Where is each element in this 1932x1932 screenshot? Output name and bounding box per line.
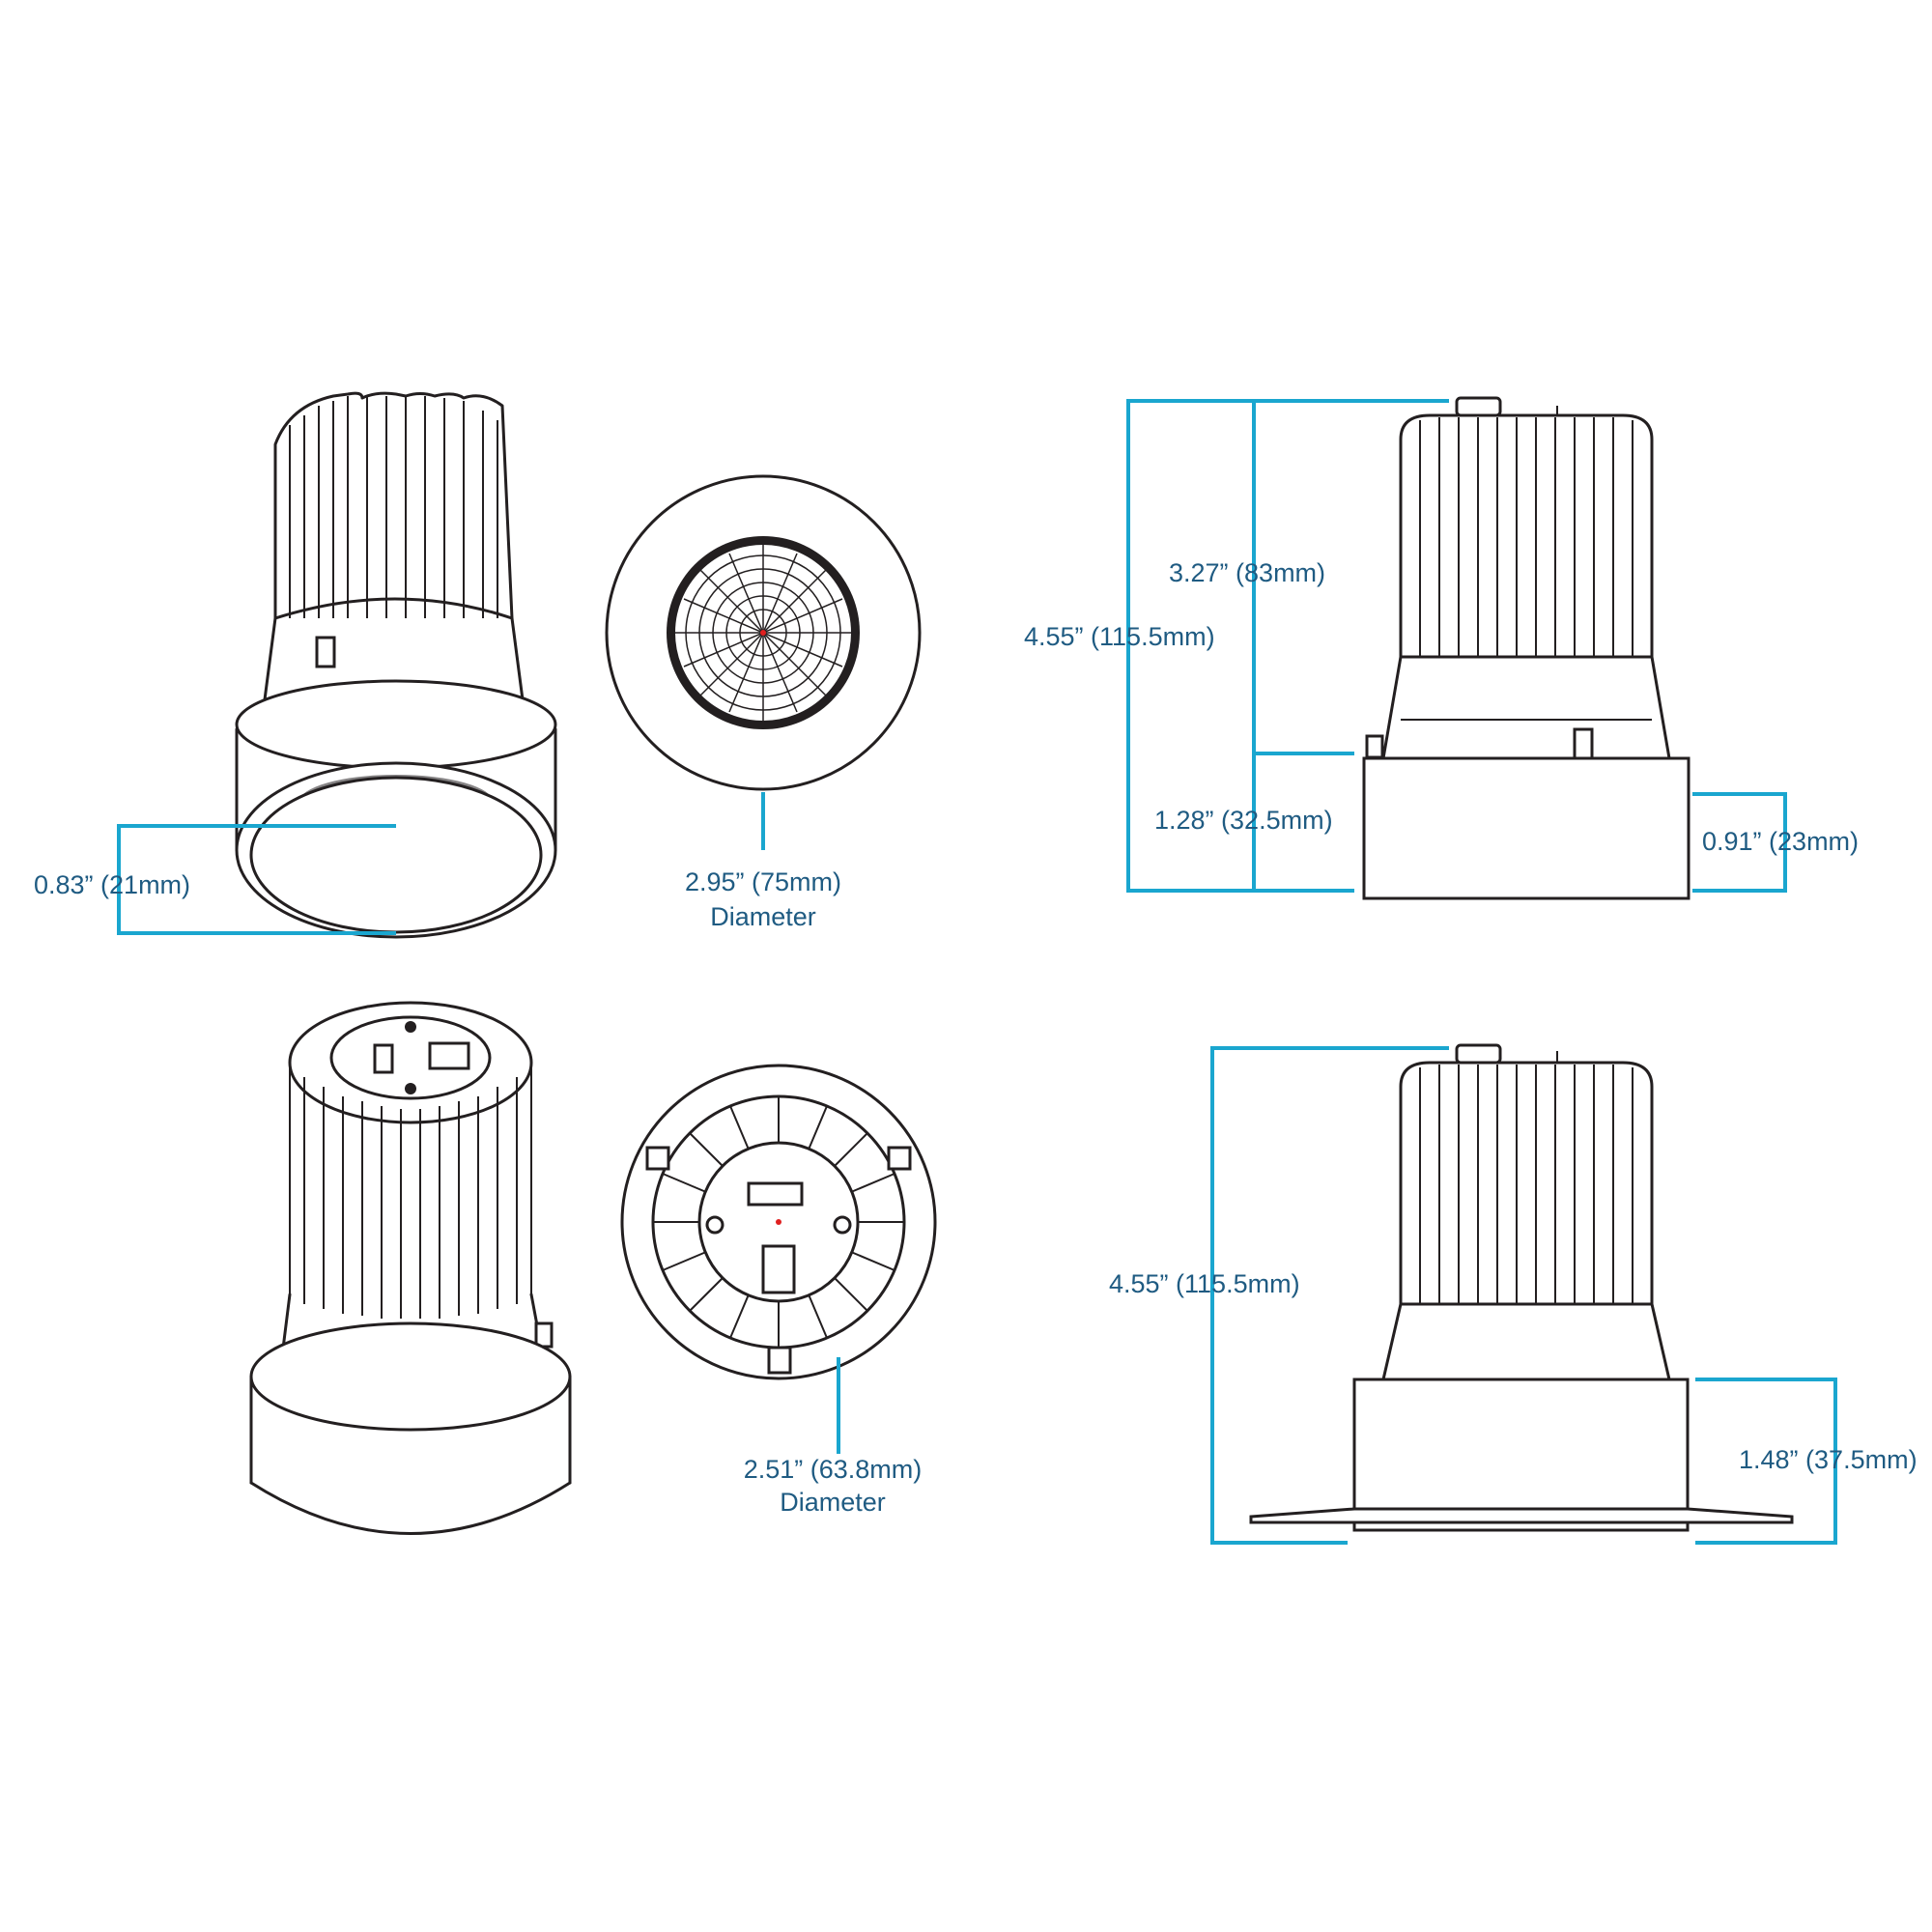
dim-trim-height: 0.91” (23mm) <box>1702 827 1859 856</box>
dim-height-upper: 3.27” (83mm) <box>1169 558 1325 587</box>
dim-total-height-top: 4.55” (115.5mm) <box>1024 622 1215 651</box>
iso-rear-view <box>249 1001 572 1535</box>
dim-lower-height: 1.28” (32.5mm) <box>1154 806 1333 835</box>
dim-total-height-bottom: 4.55” (115.5mm) <box>1109 1269 1300 1298</box>
dimension-lines <box>117 399 1837 1545</box>
rear-face-view <box>620 1064 937 1380</box>
side-view-bottom <box>1249 1043 1794 1532</box>
dim-trim-depth: 0.83” (21mm) <box>34 870 190 899</box>
dim-front-diameter-caption: Diameter <box>710 902 816 931</box>
dim-back-diameter: 2.51” (63.8mm) <box>744 1455 923 1484</box>
dim-flange-height: 1.48” (37.5mm) <box>1739 1445 1918 1474</box>
dim-front-diameter: 2.95” (75mm) <box>685 867 841 896</box>
dimension-labels: 0.83” (21mm) 2.95” (75mm) Diameter 3.27”… <box>34 558 1918 1517</box>
dim-back-diameter-caption: Diameter <box>780 1488 886 1517</box>
iso-front-view <box>235 391 557 939</box>
side-view-top <box>1362 396 1690 900</box>
front-face-view <box>605 474 922 791</box>
